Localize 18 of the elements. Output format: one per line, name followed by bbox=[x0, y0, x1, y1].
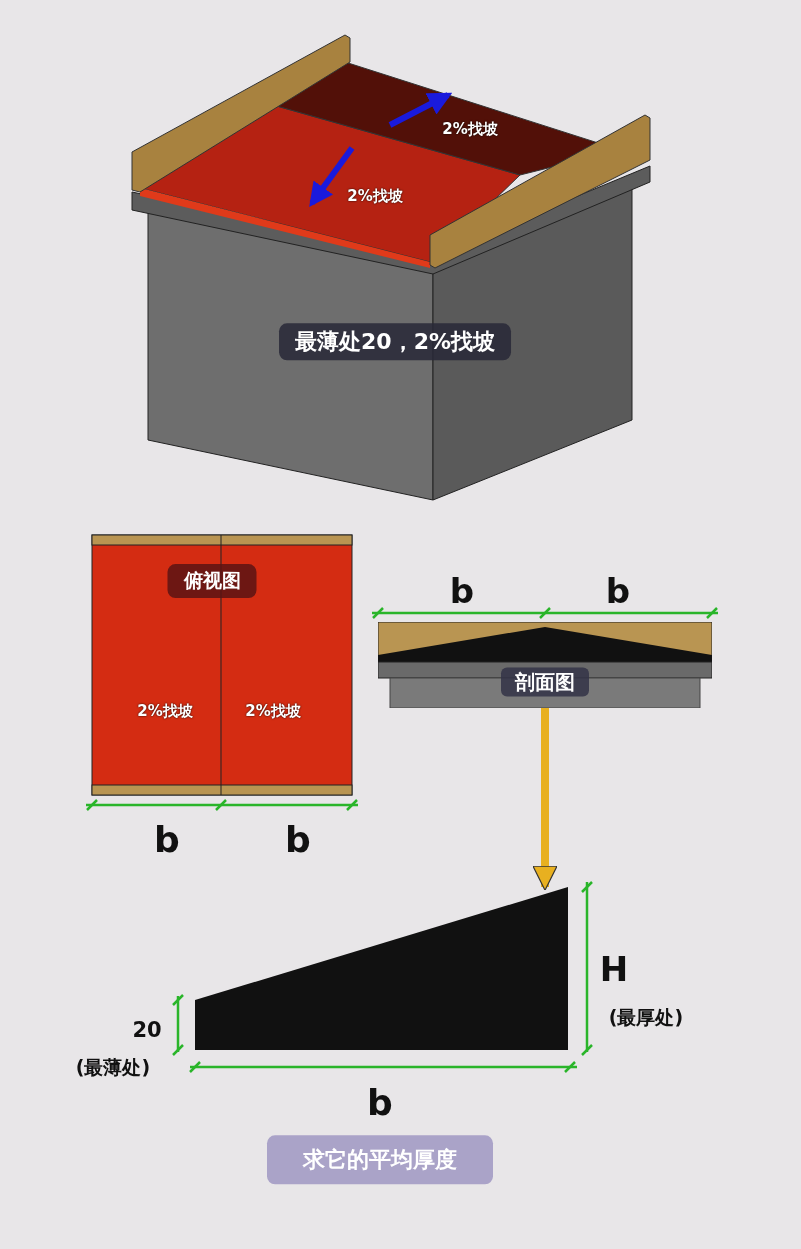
view-title: 俯视图 bbox=[167, 564, 257, 598]
dimension-label: 20 bbox=[132, 1017, 162, 1043]
dimension-label: b bbox=[605, 572, 631, 612]
dimension-label: b bbox=[154, 819, 180, 861]
dimension-label: b bbox=[367, 1082, 393, 1124]
arrow bbox=[532, 708, 558, 891]
dimension-label: b bbox=[449, 572, 475, 612]
view-title: 剖面图 bbox=[501, 667, 589, 697]
dimension-label: (最厚处) bbox=[608, 1007, 684, 1029]
slope-label: 2%找坡 bbox=[442, 121, 498, 139]
dimension-label: H bbox=[599, 950, 629, 990]
slope-label: 2%找坡 bbox=[245, 703, 301, 721]
slope-label: 2%找坡 bbox=[347, 188, 403, 206]
dimension-label: (最薄处) bbox=[75, 1057, 151, 1079]
dimension-label: b bbox=[285, 819, 311, 861]
question-badge: 求它的平均厚度 bbox=[267, 1135, 493, 1185]
note-badge: 最薄处20，2%找坡 bbox=[279, 323, 511, 361]
slope-label: 2%找坡 bbox=[137, 703, 193, 721]
